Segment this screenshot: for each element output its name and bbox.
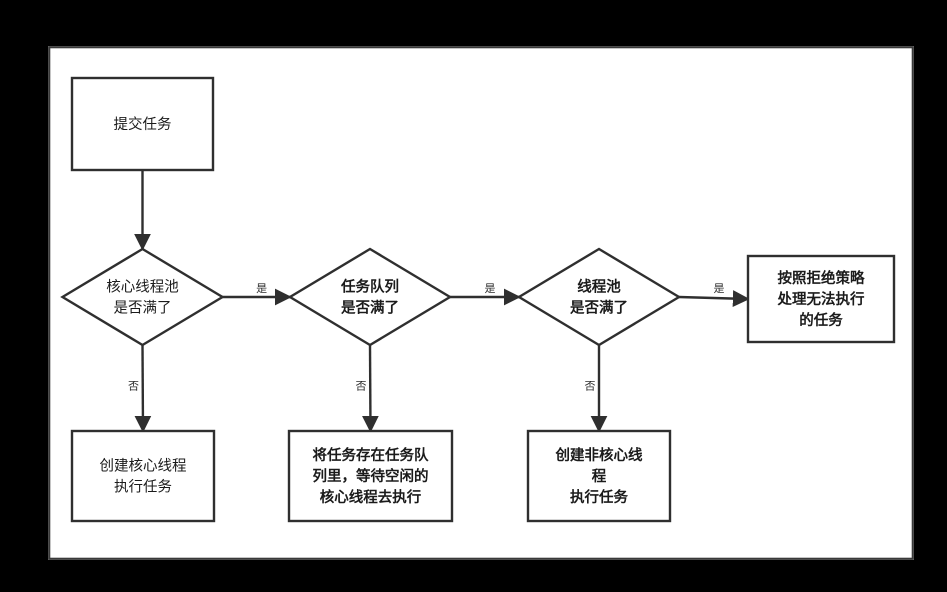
node-label-line: 是否满了 [569,299,628,317]
node-label-line: 将任务存在任务队 [313,446,429,464]
node-label-line: 是否满了 [114,300,172,317]
node-label-line: 按照拒绝策略 [778,269,865,287]
edge-label-e-pool-no-noncore: 否 [585,380,596,393]
edge-label-e-queue-yes-pool: 是 [485,282,496,295]
edges-layer [134,170,750,433]
node-label-line: 列里，等待空闲的 [313,467,429,485]
node-label-line: 处理无法执行 [777,290,865,308]
edge-label-e-core-no-create: 否 [128,380,139,393]
node-label-line: 创建非核心线 [555,446,643,464]
node-label-line: 执行任务 [114,479,172,496]
node-label-line: 是否满了 [340,299,399,317]
node-label-line: 创建核心线程 [100,458,187,475]
node-label-line: 的任务 [799,311,843,329]
flowchart-svg: 提交任务核心线程池是否满了任务队列是否满了线程池是否满了按照拒绝策略处理无法执行… [48,46,914,560]
node-label-line: 任务队列 [340,278,399,296]
diagram-canvas: 提交任务核心线程池是否满了任务队列是否满了线程池是否满了按照拒绝策略处理无法执行… [48,46,914,560]
node-label-line: 提交任务 [114,115,172,133]
node-label-line: 核心线程池 [106,279,179,296]
edge-e-core-no-create [134,344,152,433]
edge-label-e-queue-no-enqueue: 否 [356,380,367,393]
edge-label-e-core-yes-queue: 是 [256,282,267,295]
edge-label-e-pool-yes-reject: 是 [714,282,725,295]
node-shape-rect [70,429,216,523]
node-shape-rect [287,429,454,523]
node-label-line: 核心线程去执行 [320,488,422,506]
node-label-line: 程 [592,468,607,485]
node-shape-rect [746,254,896,344]
edge-e-queue-no-enqueue [362,344,379,433]
diagram-inner-frame [48,46,914,560]
node-shape-diamond [287,247,453,347]
node-shape-rect [526,429,672,523]
edge-labels-layer: 是 是 是否 否 否 [128,282,725,393]
node-shape-rect [70,76,215,172]
node-label-line: 执行任务 [570,488,628,506]
edge-e-pool-yes-reject [678,290,750,307]
node-submit: 提交任务 [70,76,215,172]
nodes-layer: 提交任务核心线程池是否满了任务队列是否满了线程池是否满了按照拒绝策略处理无法执行… [60,76,896,523]
node-shape-diamond [60,247,225,347]
node-label-line: 线程池 [577,278,621,296]
node-shape-diamond [516,247,682,347]
